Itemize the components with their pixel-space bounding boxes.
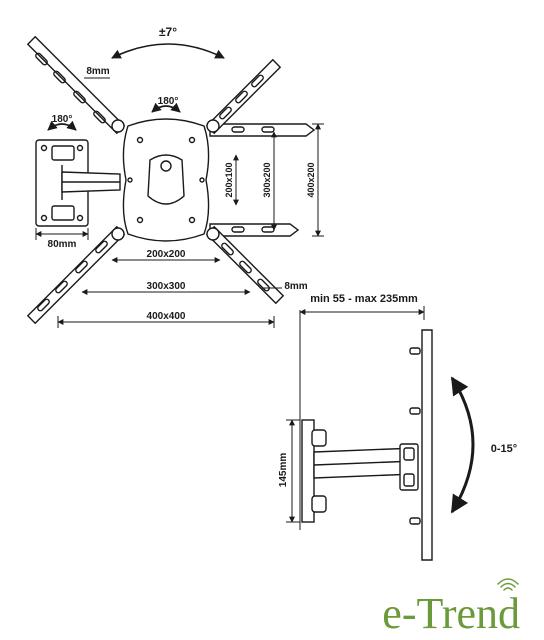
wifi-icon [497, 578, 519, 591]
front-dimensions [35, 43, 324, 328]
wall-plate-width-label: 80mm [48, 239, 77, 250]
side-tv-bracket [409, 329, 433, 561]
vesa-400x400-label: 400x400 [147, 311, 186, 322]
arm-top-right [205, 58, 282, 135]
vesa-300x200-label: 300x200 [262, 162, 272, 197]
wall-arm [61, 171, 121, 193]
tilt-angle-label: 0-15° [491, 443, 517, 455]
side-view [299, 310, 433, 561]
arm-top-left [26, 35, 126, 135]
brand-wordmark: Trend [416, 589, 520, 638]
vesa-200x100-label: 200x100 [224, 162, 234, 197]
vesa-400x200-label: 400x200 [306, 162, 316, 197]
wall-plate-height-label: 145mm [278, 453, 289, 488]
front-labels: ±7° 180° 180° 8mm 8mm 80mm 200x200 300x3… [48, 25, 316, 322]
vesa-200x200-label: 200x200 [147, 249, 186, 260]
rotation-bracket-label: 180° [158, 96, 179, 107]
rotation-wall-label: 180° [52, 114, 73, 125]
brand-name: e-Trend [382, 589, 520, 638]
tilt-range-label: ±7° [159, 25, 177, 39]
side-tilt-head [399, 443, 419, 491]
side-labels: min 55 - max 235mm 145mm 0-15° [278, 293, 517, 487]
extension-range-label: min 55 - max 235mm [310, 293, 418, 305]
arm-width-bottom-label: 8mm [284, 281, 307, 292]
vesa-300x300-label: 300x300 [147, 281, 186, 292]
brand-logo: e-Trend [382, 578, 520, 638]
center-plate [122, 118, 210, 242]
side-dimensions [286, 306, 475, 523]
brand-prefix: e- [382, 589, 416, 638]
arm-width-top-label: 8mm [86, 66, 109, 77]
